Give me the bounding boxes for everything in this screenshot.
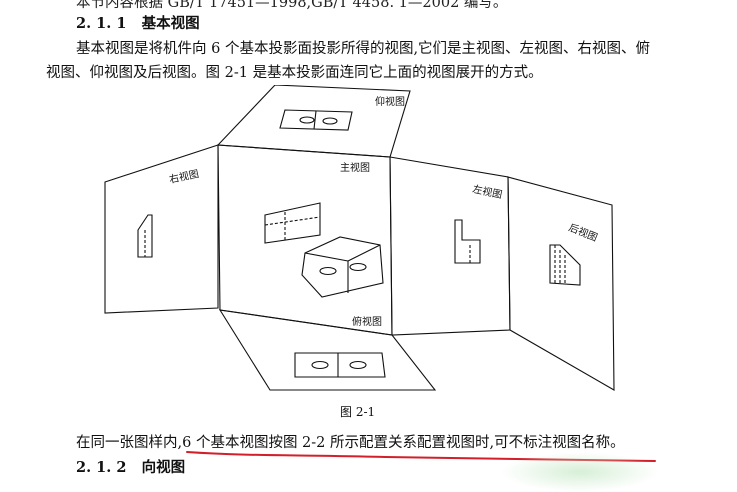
figure-unfolded-projection-planes: 仰视图 主视图 右视图 左视图 后视图 俯视图: [104, 85, 615, 391]
section-title-2: 向视图: [141, 459, 186, 476]
paragraph-2: 在同一张图样内,6 个基本视图按图 2-2 所示配置关系配置视图时,可不标注视图…: [76, 431, 625, 452]
label-upward-view: 仰视图: [375, 95, 405, 108]
label-left-view: 左视图: [471, 182, 503, 201]
section-heading-directional-view: 2. 1. 2 向视图: [76, 456, 185, 477]
section-title: 基本视图: [141, 15, 200, 32]
section-heading-basic-views: 2. 1. 1 基本视图: [76, 12, 200, 33]
paragraph-2-prefix: 在同一张图样内: [76, 435, 178, 451]
label-right-view: 右视图: [168, 167, 200, 186]
section-number-2: 2. 1. 2: [76, 459, 127, 476]
label-downward-view: 俯视图: [352, 315, 382, 328]
figure-caption: 图 2-1: [340, 405, 376, 419]
paragraph-1-line-2: 视图、仰视图及后视图。图 2-1 是基本投影面连同它上面的视图展开的方式。: [46, 65, 543, 81]
green-smudge: [500, 452, 660, 492]
cropped-top-line: 本节内容根据 GB/T 17451—1998,GB/T 4458. 1—2002…: [76, 0, 508, 11]
paragraph-2-highlighted-text: ,6 个基本视图按图 2-2 所示配置关系配置视图时,可不标注视图名称。: [177, 435, 625, 451]
paragraph-1-line-1: 基本视图是将机件向 6 个基本投影面投影所得的视图,它们是主视图、左视图、右视图…: [76, 41, 651, 57]
section-number: 2. 1. 1: [76, 15, 127, 32]
label-back-view: 后视图: [567, 221, 600, 244]
label-front-view: 主视图: [340, 161, 370, 174]
